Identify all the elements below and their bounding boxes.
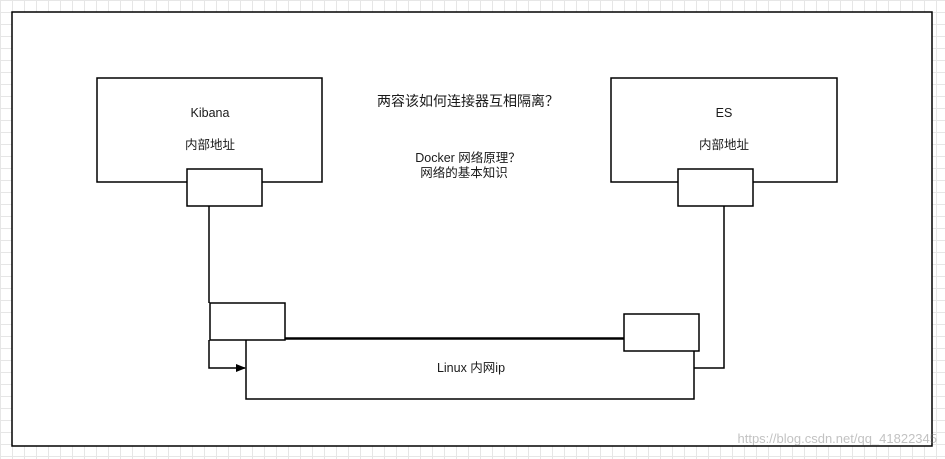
subtitle-line-2: 网络的基本知识 — [420, 166, 508, 180]
kibana-container-box — [96, 77, 323, 183]
kibana-arrow-line — [208, 340, 246, 372]
es-to-bridge-line — [694, 206, 725, 369]
linux-bridge-box — [245, 338, 695, 400]
es-address-label: 内部地址 — [698, 138, 750, 152]
bridge-port-right — [623, 313, 700, 352]
subtitle-line-1: Docker 网络原理？ — [415, 151, 521, 165]
es-container-box — [610, 77, 838, 183]
es-name-label: ES — [715, 106, 733, 120]
bridge-port-left — [209, 302, 286, 341]
es-port — [677, 168, 754, 207]
question-title: 两容该如何连接器互相隔离？ — [377, 93, 559, 109]
watermark: https://blog.csdn.net/qq_41822345 — [737, 431, 938, 446]
bridge-label: Linux 内网ip — [436, 361, 506, 375]
kibana-name-label: Kibana — [190, 106, 230, 120]
kibana-address-label: 内部地址 — [184, 138, 236, 152]
kibana-port — [186, 168, 263, 207]
